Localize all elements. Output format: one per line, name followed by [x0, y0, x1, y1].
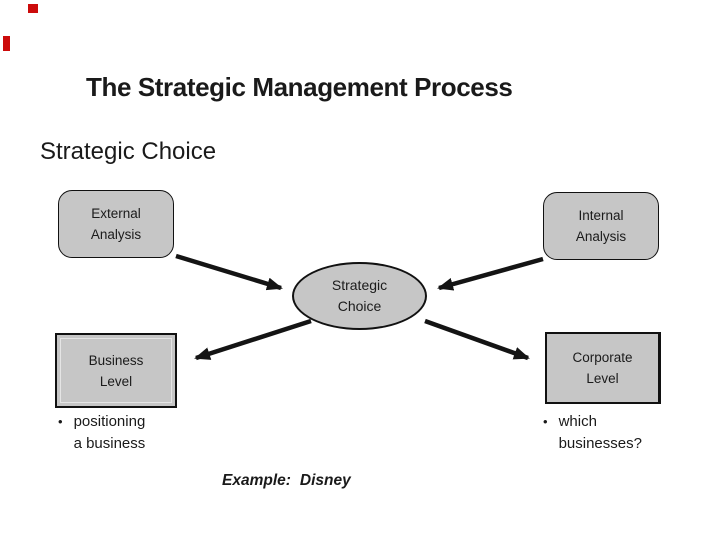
node-corporate-level: Corporate Level	[545, 332, 661, 404]
node-label-line: External	[91, 206, 141, 221]
red-corner-mark-left	[3, 36, 10, 51]
node-label-line: Level	[99, 373, 133, 389]
node-label-line: Analysis	[575, 229, 627, 244]
bullet-text-line: businesses?	[558, 435, 642, 452]
node-label-line: Corporate	[572, 350, 633, 365]
node-label-line: Analysis	[90, 227, 142, 242]
example-label: Example:	[222, 472, 291, 489]
page-title: The Strategic Management Process	[86, 72, 513, 102]
arrow-external-to-center	[175, 253, 283, 291]
bullet-text-line: positioning	[73, 413, 146, 430]
red-corner-mark-top	[28, 4, 38, 13]
bullet-corporate-note: • which businesses?	[543, 411, 683, 455]
node-label-line: Level	[586, 371, 619, 386]
arrow-center-to-corporate	[424, 318, 530, 361]
node-external-analysis: External Analysis	[58, 190, 174, 258]
example-caption: Example: Disney	[222, 472, 351, 490]
node-label-line: Internal	[578, 208, 624, 223]
bullet-marker: •	[58, 414, 63, 429]
node-strategic-choice: Strategic Choice	[292, 262, 427, 330]
node-label-line: Strategic	[331, 277, 388, 293]
arrow-internal-to-center	[437, 256, 544, 291]
node-internal-analysis: Internal Analysis	[543, 192, 659, 260]
bullet-marker: •	[543, 414, 548, 429]
example-value: Disney	[299, 472, 351, 489]
slide-subtitle: Strategic Choice	[40, 138, 217, 165]
bullet-business-note: • positioning a business	[58, 411, 228, 455]
node-label-line: Choice	[337, 298, 382, 314]
bullet-text-line: a business	[73, 435, 146, 452]
arrow-center-to-business	[194, 318, 312, 361]
bullet-text-line: which	[558, 413, 597, 430]
node-label-line: Business	[88, 352, 144, 368]
node-business-level: Business Level	[55, 333, 177, 408]
